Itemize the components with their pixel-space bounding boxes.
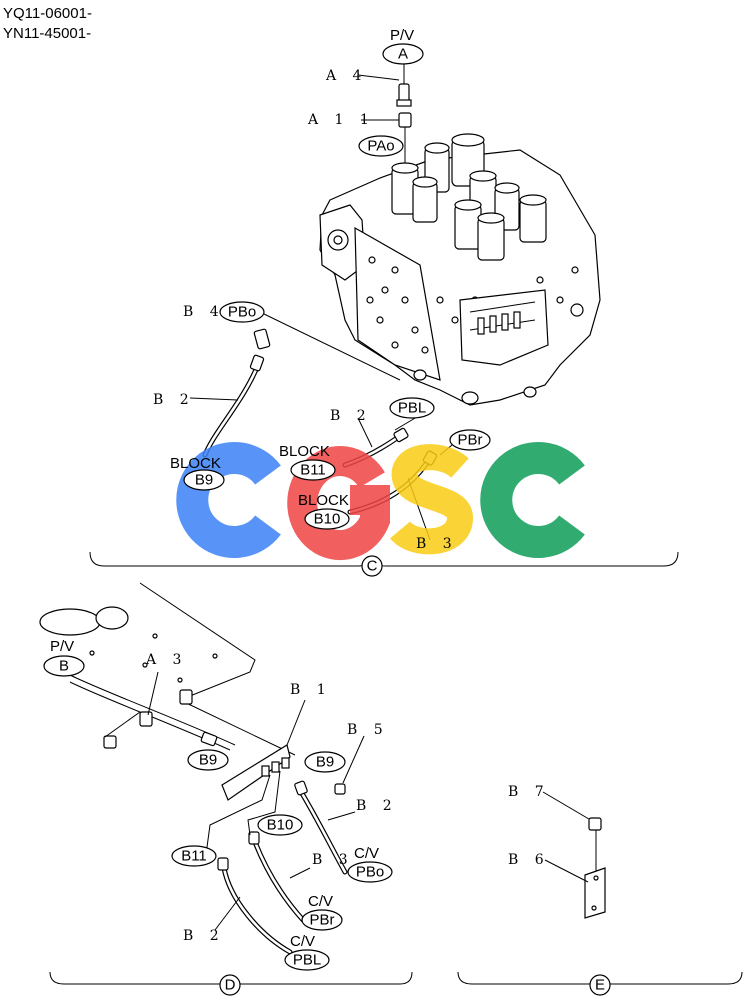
- port-oval-pbr-d: [301, 909, 343, 931]
- port-b9-c-label: B9: [195, 472, 213, 489]
- section-c-label: C: [367, 558, 378, 575]
- watermark-letter-c1: [176, 442, 281, 558]
- watermark-letter-c2: [480, 442, 585, 558]
- port-oval-b11-d: [171, 845, 217, 867]
- port-pbo-c-label: PBo: [228, 304, 256, 321]
- watermark-letter-g: [287, 446, 390, 561]
- part-b2-d1-label: B 2: [356, 798, 398, 814]
- port-pbr-c-label: PBr: [457, 432, 482, 449]
- part-a3-label: A 3: [145, 652, 187, 668]
- serial-range-2: YN11-45001-: [3, 25, 91, 42]
- section-d-drawing: [39, 582, 365, 955]
- port-oval-b11-c: [290, 459, 336, 481]
- section-e-label: E: [595, 977, 605, 994]
- port-oval-pbo-d: [347, 861, 393, 883]
- section-d-label: D: [225, 977, 236, 994]
- port-b9-d1-label: B9: [199, 752, 217, 769]
- block-label-1: BLOCK: [279, 443, 330, 460]
- part-b1-label: B 1: [290, 682, 332, 698]
- section-d-bracket: D: [49, 971, 413, 996]
- port-b9-d2-label: B9: [316, 754, 334, 771]
- part-b2-c2-label: B 2: [330, 408, 372, 424]
- part-b5-label: B 5: [347, 722, 389, 738]
- port-b10-d-label: B10: [267, 817, 294, 834]
- port-oval-pbr-c: [449, 429, 491, 451]
- part-b3-d-label: B 3: [312, 852, 354, 868]
- pv-label-d: P/V: [50, 638, 74, 655]
- part-a11-label: A 1 1: [307, 112, 375, 128]
- section-e-drawing: [542, 791, 606, 919]
- port-pbl-c-label: PBL: [398, 400, 426, 417]
- port-oval-b10-d: [257, 814, 303, 836]
- watermark-logo: [176, 442, 585, 561]
- port-pao-label: PAo: [367, 138, 394, 155]
- part-a4-label: A 4: [325, 68, 367, 84]
- port-oval-pao: [358, 135, 404, 157]
- cv-label-1: C/V: [354, 845, 379, 862]
- port-b10-c-label: B10: [314, 511, 341, 528]
- port-pbl-d-label: PBL: [293, 952, 321, 969]
- part-b2-c1-label: B 2: [153, 392, 195, 408]
- serial-range-1: YQ11-06001-: [3, 5, 92, 22]
- port-b11-c-label: B11: [300, 462, 326, 479]
- port-oval-pbo-c: [219, 301, 265, 323]
- block-label-3: BLOCK: [298, 492, 349, 509]
- cv-label-2: C/V: [308, 893, 333, 910]
- port-oval-b9-d1: [187, 749, 229, 771]
- port-oval-b9-d2: [304, 751, 346, 773]
- watermark-letter-s: [390, 444, 474, 555]
- cv-label-3: C/V: [290, 933, 315, 950]
- port-pbr-d-label: PBr: [309, 912, 334, 929]
- port-oval-b10-c: [304, 508, 350, 530]
- block-label-2: BLOCK: [170, 455, 221, 472]
- part-b2-d2-label: B 2: [183, 928, 225, 944]
- part-b4-label: B 4: [183, 304, 225, 320]
- port-oval-pbl-d: [284, 949, 330, 971]
- port-pbo-d-label: PBo: [356, 864, 384, 881]
- part-b6-label: B 6: [508, 852, 550, 868]
- pv-label-top: P/V: [390, 27, 414, 44]
- port-b-label: B: [59, 658, 69, 675]
- part-b3-c-label: B 3: [416, 536, 458, 552]
- control-valve-drawing: [319, 64, 601, 406]
- section-c-bracket: C: [89, 551, 679, 577]
- port-oval-b: [43, 655, 85, 677]
- port-b11-d-label: B11: [181, 848, 207, 865]
- port-oval-b9-c: [183, 469, 225, 491]
- section-e-bracket: E: [457, 971, 743, 996]
- port-a-label: A: [398, 46, 408, 63]
- port-oval-pbl-c: [389, 397, 435, 419]
- part-b7-label: B 7: [508, 784, 550, 800]
- port-oval-a: [382, 43, 424, 65]
